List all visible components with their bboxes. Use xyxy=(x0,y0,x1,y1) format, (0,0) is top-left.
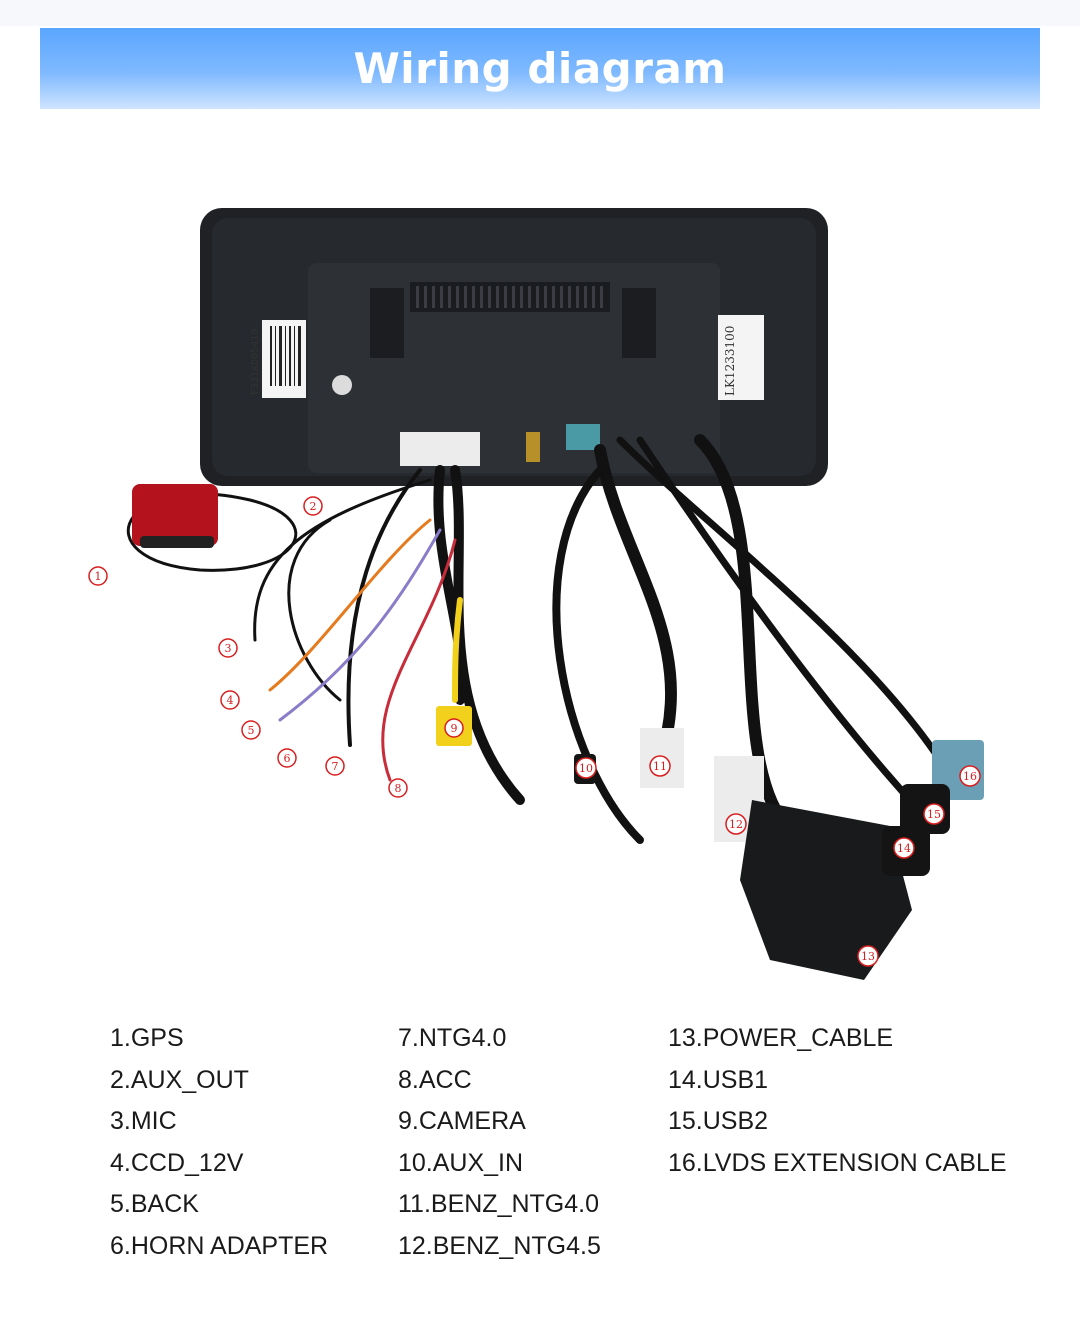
gps-antenna xyxy=(132,484,218,546)
svg-text:9: 9 xyxy=(451,722,458,735)
legend-item: 9.CAMERA xyxy=(398,1107,526,1136)
power-connector xyxy=(740,800,912,980)
cables xyxy=(126,434,944,844)
legend-item: 6.HORN ADAPTER xyxy=(110,1231,329,1260)
svg-text:12: 12 xyxy=(729,818,743,831)
legend-item: 11.BENZ_NTG4.0 xyxy=(398,1190,600,1219)
legend-item: 2.AUX_OUT xyxy=(110,1065,249,1094)
svg-text:16: 16 xyxy=(963,770,977,783)
svg-text:10: 10 xyxy=(579,762,593,775)
svg-text:3: 3 xyxy=(225,642,232,655)
wiring-photo: F331KD05419 LK1233100 1 xyxy=(88,208,984,980)
svg-text:7: 7 xyxy=(332,760,339,773)
legend-item: 5.BACK xyxy=(110,1190,199,1219)
svg-text:4: 4 xyxy=(227,694,234,707)
svg-text:13: 13 xyxy=(861,950,875,963)
svg-text:5: 5 xyxy=(248,724,255,737)
legend-item: 15.USB2 xyxy=(668,1107,769,1136)
legend-item: 3.MIC xyxy=(110,1107,177,1136)
legend-column-2: 7.NTG4.0 8.ACC 9.CAMERA 10.AUX_IN 11.BEN… xyxy=(398,1018,601,1268)
svg-text:15: 15 xyxy=(927,808,941,821)
wiring-legend: 1.GPS 2.AUX_OUT 3.MIC 4.CCD_12V 5.BACK 6… xyxy=(0,1018,1080,1278)
legend-item: 1.GPS xyxy=(110,1024,184,1052)
top-strip xyxy=(0,0,1080,26)
page-title: Wiring diagram xyxy=(353,44,727,93)
legend-item: 12.BENZ_NTG4.5 xyxy=(398,1231,601,1260)
svg-text:11: 11 xyxy=(653,760,667,773)
legend-item: 10.AUX_IN xyxy=(398,1148,524,1177)
callout-markers: 1 2 3 4 5 6 7 8 9 10 11 12 13 14 15 16 xyxy=(88,496,981,967)
head-unit: F331KD05419 LK1233100 xyxy=(200,208,828,486)
legend-item: 7.NTG4.0 xyxy=(398,1024,507,1052)
svg-text:1: 1 xyxy=(95,570,102,583)
legend-column-1: 1.GPS 2.AUX_OUT 3.MIC 4.CCD_12V 5.BACK 6… xyxy=(110,1018,328,1268)
legend-item: 16.LVDS EXTENSION CABLE xyxy=(668,1148,1007,1177)
svg-text:F331KD05419: F331KD05419 xyxy=(250,329,261,395)
legend-column-3: 13.POWER_CABLE 14.USB1 15.USB2 16.LVDS E… xyxy=(668,1018,1007,1184)
legend-item: 14.USB1 xyxy=(668,1065,769,1094)
svg-text:6: 6 xyxy=(284,752,291,765)
legend-item: 13.POWER_CABLE xyxy=(668,1024,894,1052)
legend-item: 8.ACC xyxy=(398,1065,472,1094)
title-banner: Wiring diagram xyxy=(40,28,1040,109)
svg-text:8: 8 xyxy=(395,782,402,795)
legend-item: 4.CCD_12V xyxy=(110,1148,244,1177)
svg-text:2: 2 xyxy=(310,500,317,513)
svg-text:LK1233100: LK1233100 xyxy=(723,326,737,396)
svg-text:14: 14 xyxy=(897,842,911,855)
